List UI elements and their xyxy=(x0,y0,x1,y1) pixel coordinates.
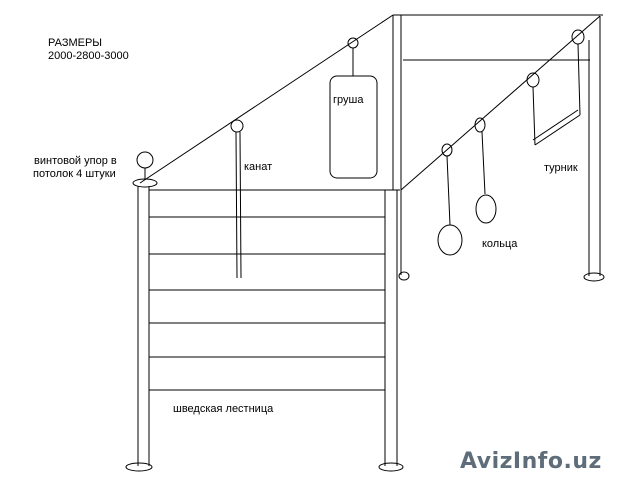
watermark-text: AvizInfo.uz xyxy=(460,449,602,474)
watermark: AvizInfo.uz xyxy=(458,448,636,478)
punching-bag-icon xyxy=(329,37,378,179)
pull-up-bar-label: турник xyxy=(544,162,578,174)
screw-stop-label-line2: потолок 4 штуки xyxy=(33,168,116,180)
sizes-title: РАЗМЕРЫ xyxy=(48,37,103,49)
wall-bars-rungs xyxy=(149,216,385,391)
top-frame xyxy=(139,14,603,191)
pull-up-bar-icon xyxy=(526,29,585,146)
back-inner-post xyxy=(392,15,410,281)
right-back-post xyxy=(583,16,605,282)
screw-stop-label-line1: винтовой упор в xyxy=(34,155,117,167)
middle-front-post xyxy=(378,190,404,472)
screw-stop-icon xyxy=(132,151,158,188)
sizes-values: 2000-2800-3000 xyxy=(48,50,129,62)
rope-label: канат xyxy=(244,161,273,173)
left-front-post xyxy=(125,186,153,472)
punching-bag-label: груша xyxy=(333,94,364,106)
wall-bars-label: шведская лестница xyxy=(173,403,274,415)
rings-icon xyxy=(437,117,497,256)
rings-label: кольца xyxy=(482,238,518,250)
rope-icon xyxy=(230,119,244,279)
